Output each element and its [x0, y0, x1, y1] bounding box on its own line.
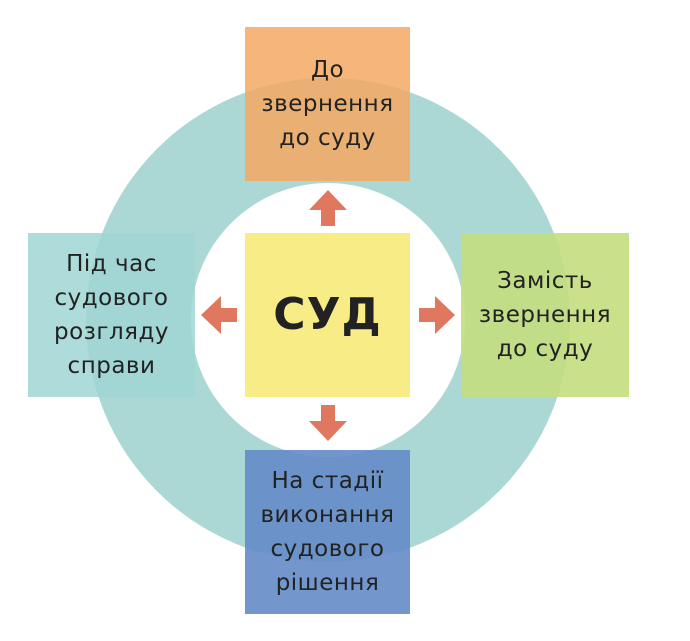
arrow-up-icon [309, 190, 347, 226]
arrow-right-icon [419, 296, 455, 334]
node-before-court: До звернення до суду [245, 27, 410, 181]
center-court: СУД [245, 233, 410, 397]
arrow-left-icon [201, 296, 237, 334]
node-enforcement: На стадії виконання судового рішення [245, 450, 410, 614]
node-instead-of-court: Замість звернення до суду [461, 233, 629, 397]
node-during-trial: Під час судового розгляду справи [28, 233, 195, 397]
arrow-down-icon [309, 405, 347, 441]
